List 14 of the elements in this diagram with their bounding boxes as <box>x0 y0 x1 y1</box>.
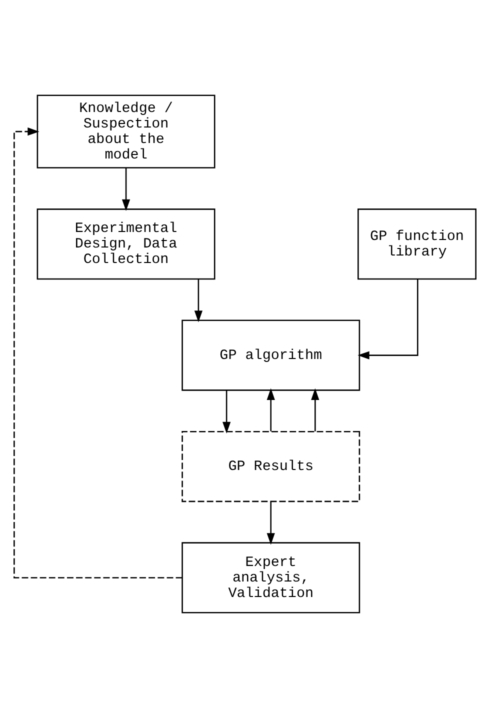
arrow <box>266 502 274 545</box>
arrow <box>222 390 230 434</box>
node-box: Expert analysis, Validation <box>181 542 360 614</box>
node-box: Experimental Design, Data Collection <box>36 208 215 280</box>
arrow <box>194 279 202 322</box>
arrow <box>357 279 418 360</box>
arrow <box>266 388 274 432</box>
arrow <box>121 168 130 212</box>
node-box: GP algorithm <box>181 320 360 391</box>
node-box: GP Results <box>181 430 360 502</box>
arrow <box>13 128 182 578</box>
node-box: GP function library <box>357 208 476 280</box>
node-box: Knowledge / Suspection about the model <box>36 94 215 168</box>
arrow <box>310 388 319 432</box>
